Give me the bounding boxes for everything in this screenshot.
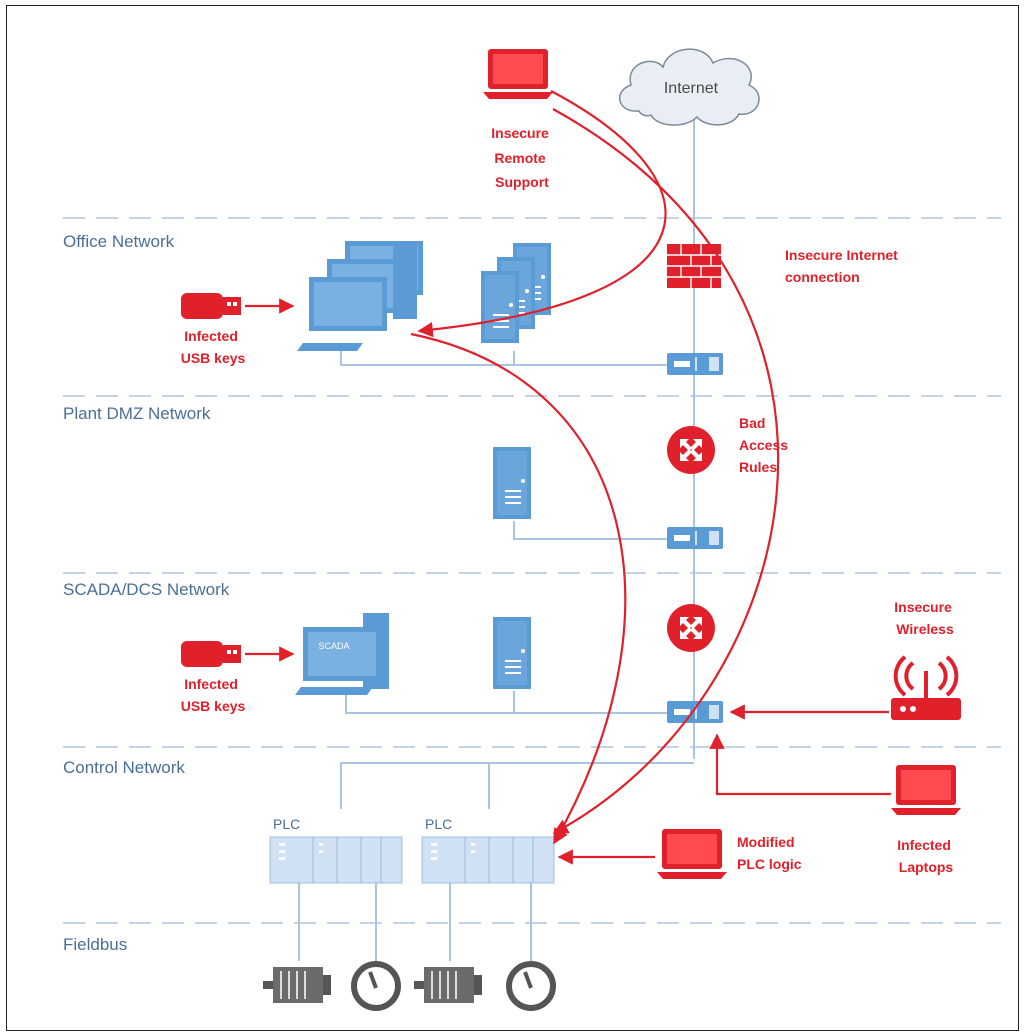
gauge-icon-2 (506, 961, 556, 1011)
laptop-icon-plc-logic (657, 829, 727, 879)
plc-icon-2 (421, 836, 555, 884)
firewall-icon (667, 244, 721, 288)
router-icon-dmz (667, 426, 715, 474)
threat-arrows (245, 90, 891, 865)
threat-usb-scada: Infected USB keys (181, 676, 246, 714)
network-diagram: Office Network Plant DMZ Network SCADA/D… (6, 5, 1019, 1031)
laptop-icon (483, 49, 553, 99)
usb-key-icon-office (181, 293, 241, 319)
server-icon-dmz (492, 446, 532, 520)
switch-icon-scada (667, 701, 723, 723)
motor-icon-2 (414, 967, 482, 1003)
zone-label-control: Control Network (63, 758, 185, 777)
threat-wireless: Insecure Wireless (894, 599, 955, 637)
zone-label-scada: SCADA/DCS Network (63, 580, 230, 599)
zone-label-dmz: Plant DMZ Network (63, 404, 211, 423)
arrow-remote-to-plc (552, 108, 780, 834)
threat-remote-support: Insecure Remote Support (491, 125, 552, 190)
usb-key-icon-scada (181, 641, 241, 667)
router-icon-scada (667, 604, 715, 652)
gauge-icon-1 (351, 961, 401, 1011)
motor-icon-1 (263, 967, 331, 1003)
server-icon-office (480, 242, 552, 344)
switch-icon-office (667, 353, 723, 375)
cloud-icon (619, 48, 760, 126)
arrow-remote-to-office (417, 90, 667, 338)
wireless-access-point-icon (891, 655, 961, 720)
threat-access-rules: Bad Access Rules (739, 415, 792, 475)
internet-label: Internet (664, 80, 719, 97)
threat-internet-connection: Insecure Internet connection (785, 247, 902, 285)
workstation-icon-office (297, 241, 423, 351)
laptop-icon-infected (891, 765, 961, 815)
diagram-canvas: Office Network Plant DMZ Network SCADA/D… (63, 48, 1001, 1011)
plc-label-2: PLC (425, 816, 452, 832)
threat-usb-office: Infected USB keys (181, 328, 246, 366)
threat-laptops: Infected Laptops (897, 837, 955, 875)
server-icon-scada (492, 616, 532, 690)
workstation-icon-scada (295, 613, 389, 695)
threat-plc-logic: Modified PLC logic (737, 834, 802, 872)
scada-screen-label: SCADA (318, 641, 349, 651)
switch-icon-dmz (667, 527, 723, 549)
zone-label-office: Office Network (63, 232, 175, 251)
plc-icon-1 (269, 836, 403, 884)
zone-label-fieldbus: Fieldbus (63, 935, 127, 954)
arrow-office-to-plc (410, 332, 627, 845)
arrow-laptops (709, 733, 891, 796)
plc-label-1: PLC (273, 816, 300, 832)
